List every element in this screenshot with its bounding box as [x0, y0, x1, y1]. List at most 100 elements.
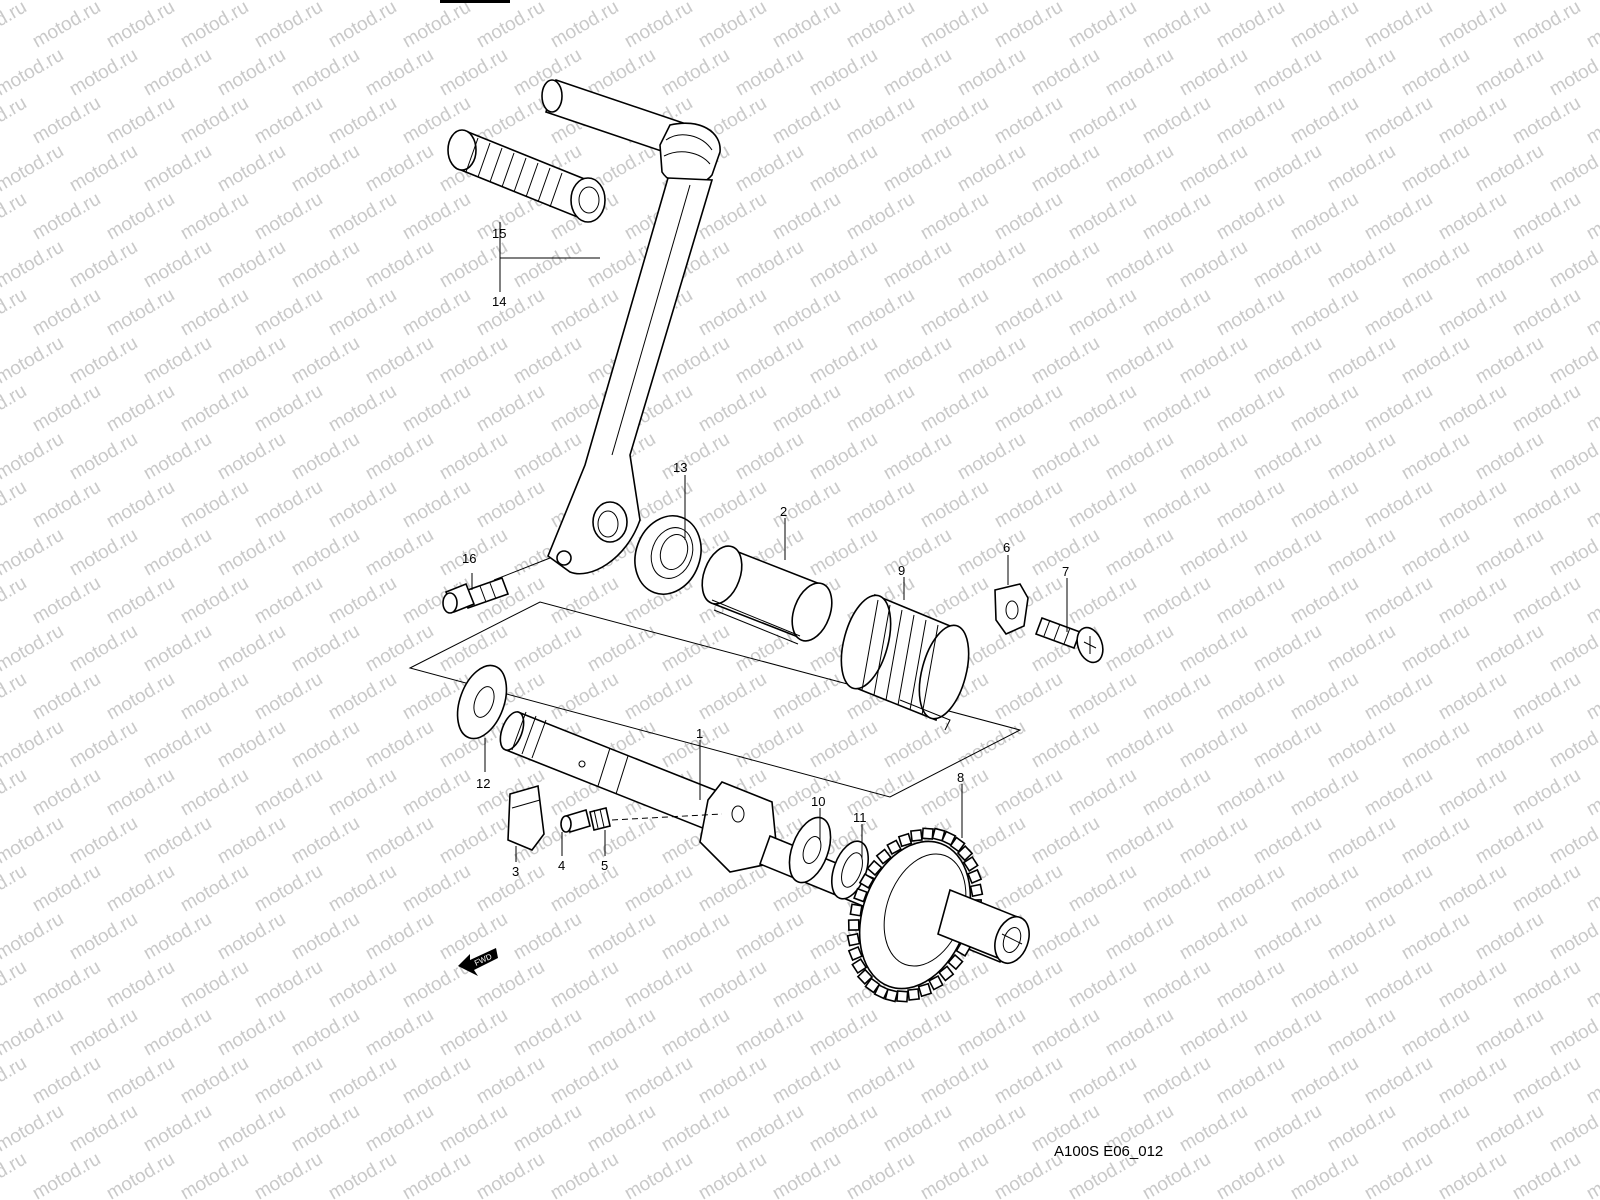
watermark-text: motod.ru: [1213, 669, 1288, 725]
watermark-text: motod.ru: [843, 477, 918, 533]
watermark-text: motod.ru: [1472, 141, 1547, 197]
watermark-text: motod.ru: [103, 477, 178, 533]
watermark-text: motod.ru: [1139, 861, 1214, 917]
watermark-text: motod.ru: [177, 573, 252, 629]
watermark-text: motod.ru: [399, 285, 474, 341]
watermark-text: motod.ru: [325, 1149, 400, 1200]
watermark-text: motod.ru: [0, 621, 67, 677]
bolt-16: [442, 576, 510, 614]
kick-spring-9: [840, 593, 970, 731]
watermark-text: motod.ru: [362, 333, 437, 389]
watermark-text: motod.ru: [0, 861, 30, 917]
watermark-text: motod.ru: [1176, 0, 1251, 4]
watermark-text: motod.ru: [1028, 333, 1103, 389]
watermark-text: motod.ru: [399, 189, 474, 245]
watermark-text: motod.ru: [325, 189, 400, 245]
watermark-text: motod.ru: [66, 333, 141, 389]
watermark-text: motod.ru: [29, 477, 104, 533]
watermark-text: motod.ru: [214, 429, 289, 485]
watermark-text: motod.ru: [732, 237, 807, 293]
watermark-text: motod.ru: [547, 285, 622, 341]
watermark-text: motod.ru: [1250, 525, 1325, 581]
gear-tooth: [897, 832, 913, 848]
watermark-text: motod.ru: [0, 1101, 67, 1157]
watermark-text: motod.ru: [1472, 0, 1547, 4]
circlip-11: [830, 840, 870, 900]
watermark-text: motod.ru: [658, 333, 733, 389]
watermark-text: motod.ru: [991, 765, 1066, 821]
watermark-text: motod.ru: [1176, 909, 1251, 965]
watermark-text: motod.ru: [1287, 573, 1362, 629]
watermark-text: motod.ru: [621, 957, 696, 1013]
watermark-text: motod.ru: [658, 0, 733, 4]
gear-tooth: [853, 887, 868, 903]
pawl-pin-4: [560, 808, 591, 834]
watermark-text: motod.ru: [288, 717, 363, 773]
watermark-text: motod.ru: [29, 0, 104, 52]
watermark-text: motod.ru: [1176, 813, 1251, 869]
watermark-text: motod.ru: [0, 237, 67, 293]
callout-15: 15: [492, 226, 506, 241]
watermark-text: motod.ru: [214, 1101, 289, 1157]
callout-2: 2: [780, 504, 787, 519]
watermark-text: motod.ru: [251, 861, 326, 917]
watermark-text: motod.ru: [510, 0, 585, 4]
watermark-text: motod.ru: [1398, 621, 1473, 677]
watermark-text: motod.ru: [1139, 0, 1214, 52]
watermark-text: motod.ru: [1435, 381, 1510, 437]
header-fragment: [440, 0, 510, 3]
kick-lever: [541, 78, 721, 575]
watermark-text: motod.ru: [1361, 1149, 1436, 1200]
watermark-text: motod.ru: [1102, 45, 1177, 101]
gear-tooth: [938, 965, 955, 982]
watermark-text: motod.ru: [1139, 1053, 1214, 1109]
watermark-text: motod.ru: [732, 429, 807, 485]
watermark-text: motod.ru: [0, 1053, 30, 1109]
watermark-text: motod.ru: [66, 429, 141, 485]
gear-tooth: [949, 836, 966, 853]
watermark-text: motod.ru: [1361, 285, 1436, 341]
watermark-text: motod.ru: [954, 429, 1029, 485]
watermark-text: motod.ru: [1213, 285, 1288, 341]
watermark-text: motod.ru: [288, 1101, 363, 1157]
watermark-text: motod.ru: [103, 957, 178, 1013]
watermark-text: motod.ru: [140, 813, 215, 869]
watermark-text: motod.ru: [1546, 333, 1600, 389]
watermark-text: motod.ru: [843, 1053, 918, 1109]
gear-tooth: [967, 868, 983, 885]
watermark-text: motod.ru: [103, 1053, 178, 1109]
watermark-text: motod.ru: [917, 285, 992, 341]
watermark-text: motod.ru: [0, 0, 30, 52]
watermark-text: motod.ru: [399, 861, 474, 917]
watermark-text: motod.ru: [362, 717, 437, 773]
watermark-text: motod.ru: [103, 669, 178, 725]
watermark-text: motod.ru: [214, 717, 289, 773]
watermark-text: motod.ru: [806, 141, 881, 197]
watermark-text: motod.ru: [362, 1005, 437, 1061]
watermark-text: motod.ru: [991, 93, 1066, 149]
watermark-text: motod.ru: [1250, 429, 1325, 485]
watermark-text: motod.ru: [1435, 765, 1510, 821]
watermark-text: motod.ru: [954, 1101, 1029, 1157]
watermark-text: motod.ru: [1287, 1149, 1362, 1200]
watermark-text: motod.ru: [1435, 189, 1510, 245]
watermark-text: motod.ru: [584, 1101, 659, 1157]
watermark-text: motod.ru: [1435, 573, 1510, 629]
watermark-text: motod.ru: [1028, 141, 1103, 197]
watermark-text: motod.ru: [325, 93, 400, 149]
watermark-text: motod.ru: [1213, 861, 1288, 917]
watermark-text: motod.ru: [251, 957, 326, 1013]
watermark-text: motod.ru: [140, 429, 215, 485]
gear-tooth: [896, 990, 909, 1003]
watermark-text: motod.ru: [769, 285, 844, 341]
watermark-text: motod.ru: [917, 765, 992, 821]
callout-4: 4: [558, 858, 565, 873]
watermark-text: motod.ru: [954, 525, 1029, 581]
watermark-text: motod.ru: [1324, 237, 1399, 293]
watermark-text: motod.ru: [288, 0, 363, 4]
watermark-text: motod.ru: [510, 1005, 585, 1061]
watermark-text: motod.ru: [140, 717, 215, 773]
watermark-text: motod.ru: [1435, 861, 1510, 917]
watermark-text: motod.ru: [1213, 957, 1288, 1013]
watermark-text: motod.ru: [436, 333, 511, 389]
